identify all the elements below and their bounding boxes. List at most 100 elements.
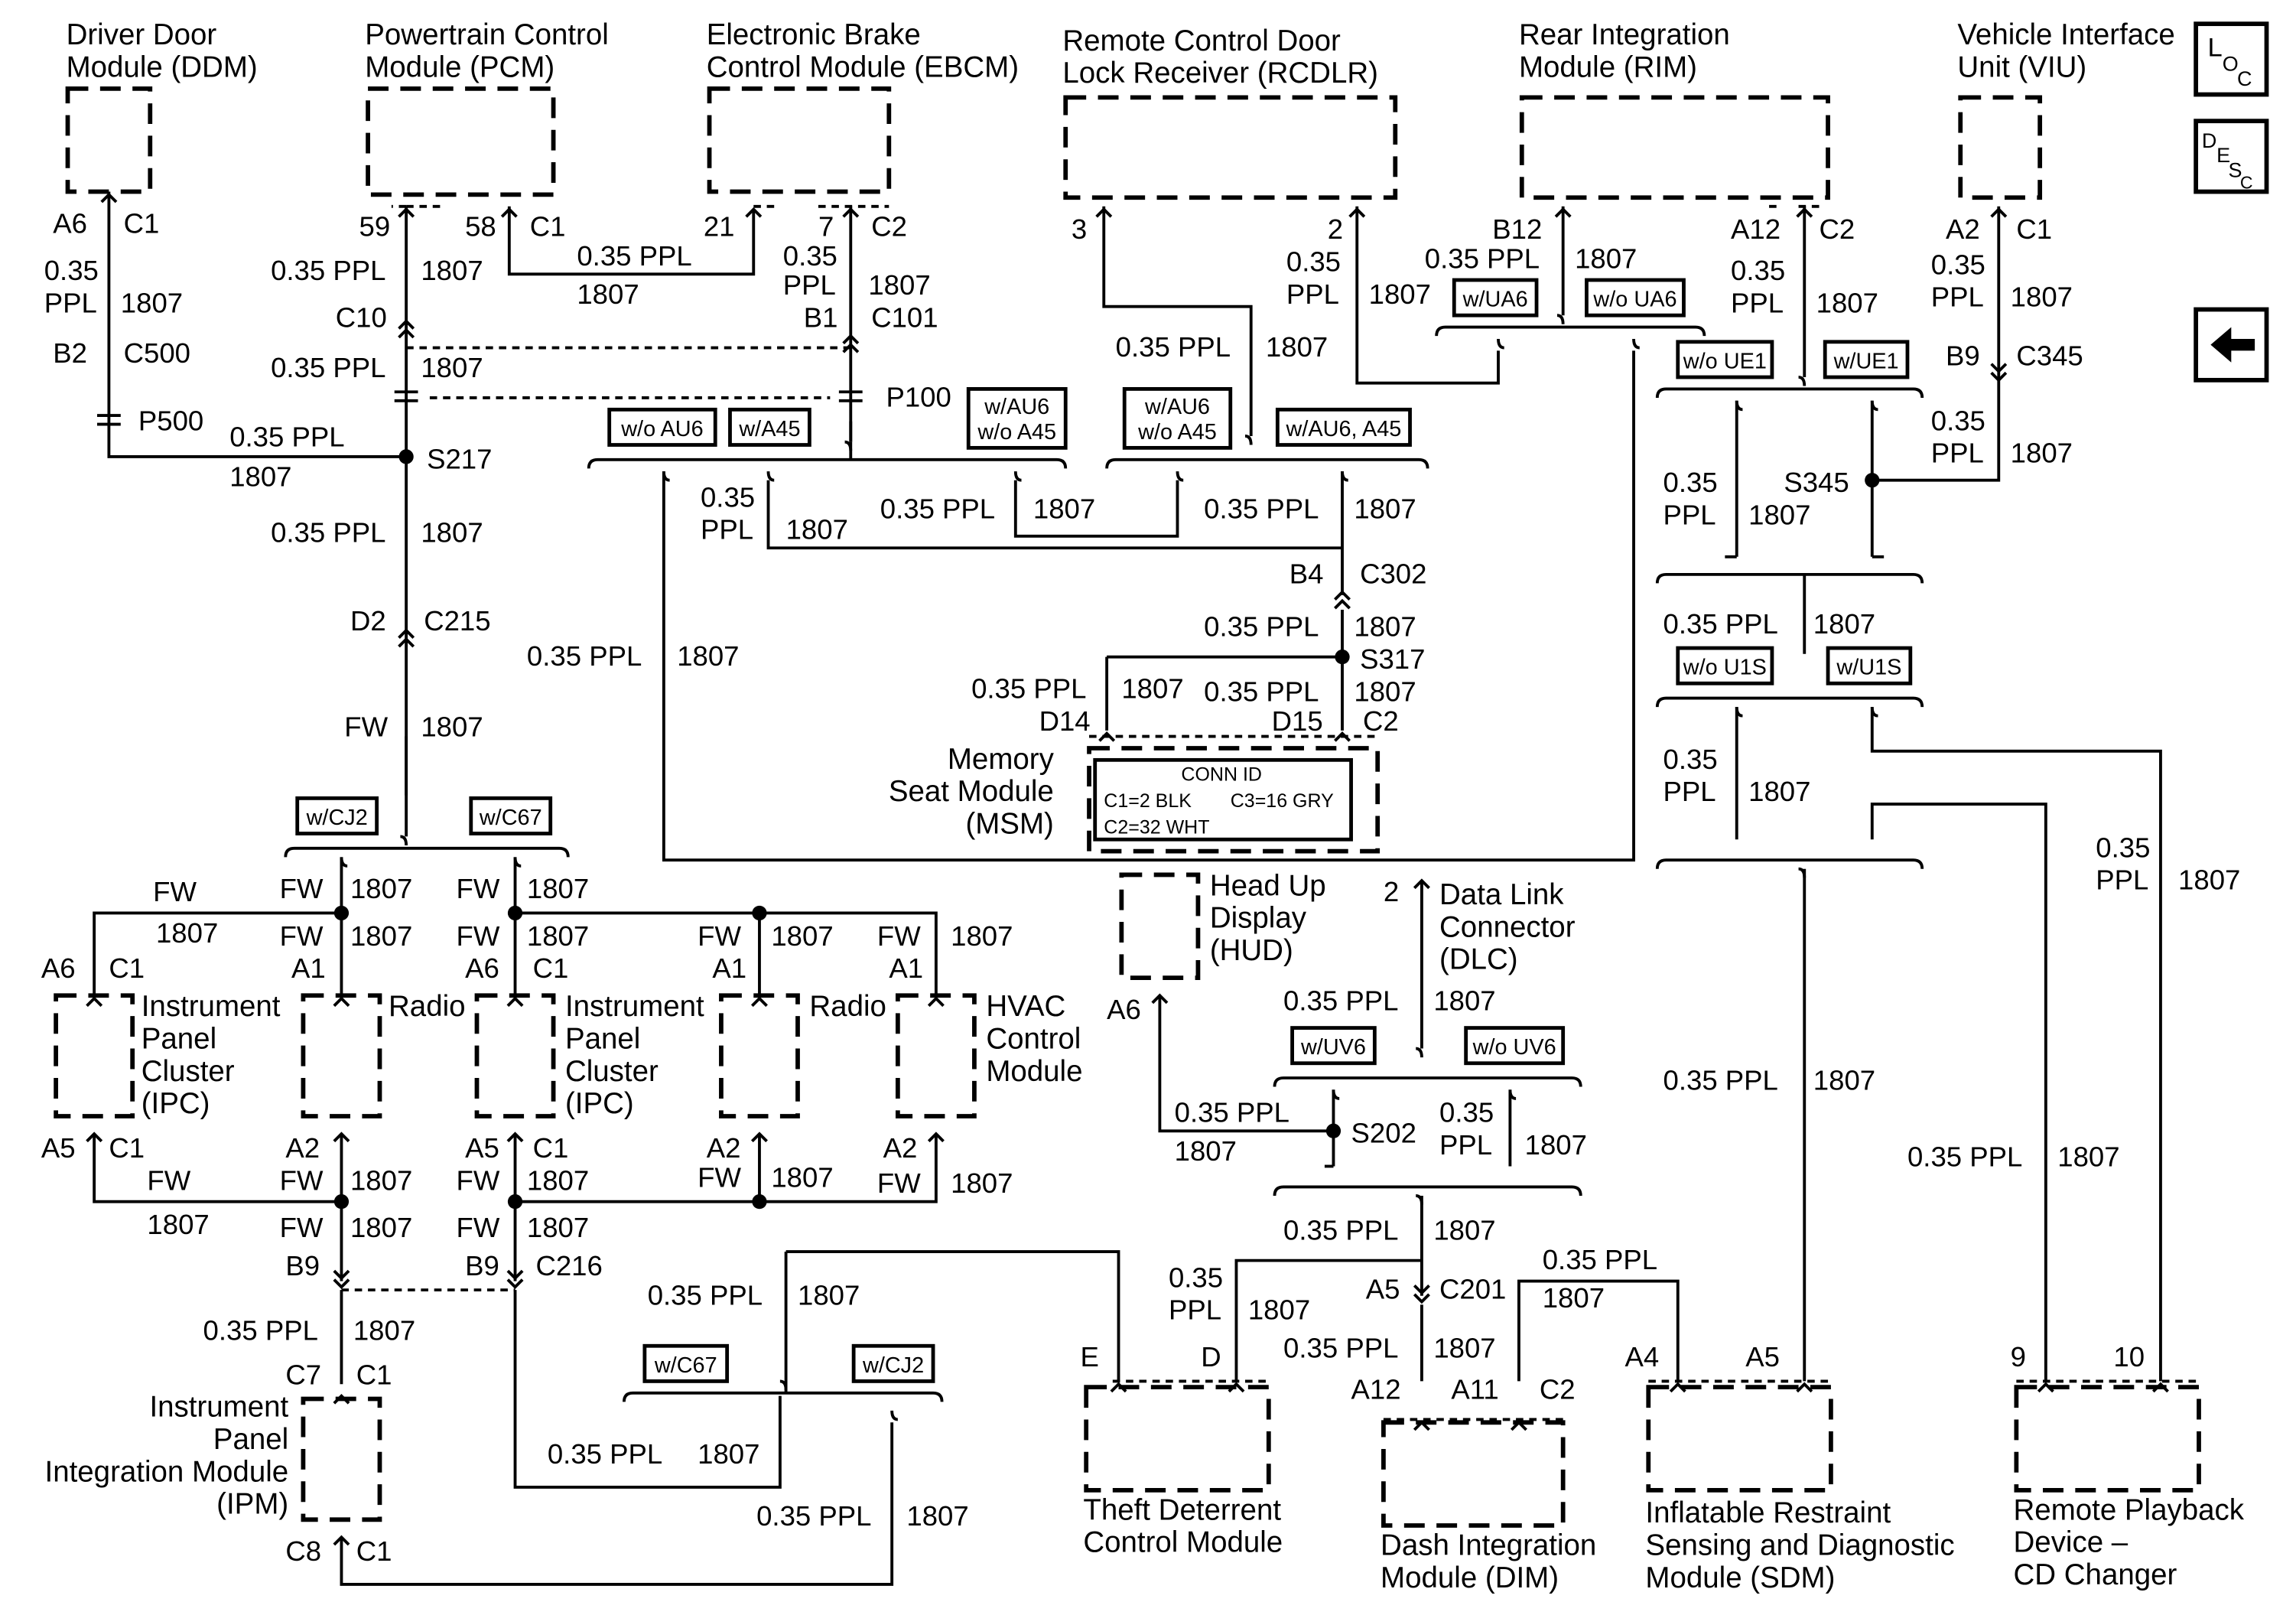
label-ebcm_ckt: 1807 xyxy=(868,269,930,301)
label-pcm_59: 59 xyxy=(359,210,391,242)
module-ebcm-name: Control Module (EBCM) xyxy=(707,50,1019,83)
label-c201_w: 0.35 PPL xyxy=(1283,1215,1398,1246)
connector-chevron xyxy=(1990,363,2008,374)
label-sdmv_w: 0.35 PPL xyxy=(1663,1064,1778,1096)
option-w-ua6: w/UA6 xyxy=(1462,288,1528,312)
label-lo_c4: 1807 xyxy=(527,1164,589,1196)
label-rc_ckt3: 1807 xyxy=(1266,331,1328,363)
label-viu_w3: 0.35 xyxy=(1931,405,1985,436)
module-msm-name: Memory xyxy=(948,743,1055,776)
option-tick xyxy=(400,835,408,846)
loc-icon xyxy=(2194,21,2269,97)
label-msm_ckt2: 1807 xyxy=(1033,493,1095,525)
connector-chevron xyxy=(745,207,763,218)
label-ipc1_c1: C1 xyxy=(109,952,145,984)
connector-chevron xyxy=(86,996,103,1008)
inline-connector xyxy=(838,390,863,402)
label-rpd_10: 10 xyxy=(2113,1341,2145,1372)
label-s217_ckt: 1807 xyxy=(421,517,483,549)
label-hv_a2: A2 xyxy=(883,1132,918,1164)
option-wo-au6-box xyxy=(607,407,717,447)
connector-chevron xyxy=(842,334,860,345)
connector-chevron xyxy=(398,207,415,218)
module-msm-name: Seat Module xyxy=(889,775,1054,808)
label-ebcm_21: 21 xyxy=(704,210,735,242)
conn-id-title: CONN ID xyxy=(1181,764,1262,785)
module-rcdlr-name: Remote Control Door xyxy=(1062,24,1341,57)
label-mid_w1: 0.35 PPL xyxy=(648,1279,763,1311)
connector-chevron xyxy=(333,996,350,1008)
label-msm_c2: C2 xyxy=(1363,705,1399,737)
label-d15: D15 xyxy=(1272,705,1323,737)
label-tdcm_w2: PPL xyxy=(1169,1294,1221,1326)
label-viu_ckt: 1807 xyxy=(2011,282,2073,313)
label-ipc1_c1b: C1 xyxy=(109,1132,145,1164)
label-ddm_ckt: 1807 xyxy=(121,287,183,318)
module-viu xyxy=(1958,95,2043,200)
module-sdm-name: Module (SDM) xyxy=(1645,1561,1835,1594)
module-tdcm-name: Control Module xyxy=(1083,1526,1283,1559)
conn-id-c2: C2=32 WHT xyxy=(1104,817,1209,838)
wire-ipc1-top xyxy=(93,911,342,996)
option-tick xyxy=(1798,867,1807,878)
label-lo_c1: 1807 xyxy=(147,1209,209,1240)
back-arrow-icon xyxy=(2210,327,2255,363)
connector-chevron xyxy=(1796,1382,1813,1393)
connector-chevron xyxy=(1334,590,1351,601)
connector-chevron xyxy=(1334,598,1351,610)
label-ddm_w3: 0.35 PPL xyxy=(229,421,344,452)
module-msm xyxy=(1087,746,1381,854)
option-w-a45: w/A45 xyxy=(738,417,800,441)
module-ddm-name: Module (DDM) xyxy=(67,50,258,83)
module-hud xyxy=(1119,872,1201,981)
splice-dot xyxy=(333,1194,350,1210)
connector-chevron xyxy=(1990,207,2008,218)
label-msm_ckt1: 1807 xyxy=(786,514,848,545)
label-rc_w3: 0.35 PPL xyxy=(1116,331,1231,363)
option-w-uv6: w/UV6 xyxy=(1300,1035,1366,1060)
module-ebcm-name: Electronic Brake xyxy=(707,18,921,51)
label-s345_w2: PPL xyxy=(1663,499,1716,530)
module-dim-name: Dash Integration xyxy=(1381,1529,1596,1561)
connector-chevron xyxy=(1990,371,2008,383)
label-rpd_w3: PPL xyxy=(2096,864,2148,896)
label-dim_a12: A12 xyxy=(1351,1374,1401,1405)
label-lo_c6: 1807 xyxy=(771,1161,833,1193)
label-c500: C500 xyxy=(124,337,190,369)
module-viu-name: Unit (VIU) xyxy=(1957,50,2086,83)
label-fw_ckt: 1807 xyxy=(421,711,483,743)
option-w-u1s: w/U1S xyxy=(1836,656,1901,680)
option-tick xyxy=(1497,338,1504,350)
label-s345_ckt: 1807 xyxy=(1748,499,1810,530)
option-w-au6-a45-box xyxy=(1275,407,1412,447)
label-ddm_w1: 0.35 xyxy=(44,255,99,286)
wire-rcdlr-3 xyxy=(1102,206,1253,436)
option-w-ue1: w/UE1 xyxy=(1833,349,1899,373)
option-tick xyxy=(662,471,670,482)
wire-viu xyxy=(1872,206,2001,482)
label-sdmv_ckt: 1807 xyxy=(1813,1064,1875,1096)
label-u1s_ckt: 1807 xyxy=(1813,608,1875,640)
connector-chevron xyxy=(1098,731,1116,742)
label-c216: C216 xyxy=(535,1250,602,1281)
label-b9b: B9 xyxy=(465,1250,499,1281)
module-ipc1-name: Instrument xyxy=(141,990,281,1023)
label-rim_ckt2: 1807 xyxy=(1816,287,1878,318)
connector-chevron xyxy=(398,327,415,339)
module-hud-name: Display xyxy=(1210,902,1307,935)
label-msm_w1: 0.35 xyxy=(701,481,755,513)
module-pcm-name: Powertrain Control xyxy=(365,18,609,51)
label-rpd_w: 0.35 PPL xyxy=(1907,1141,2022,1172)
label-s202: S202 xyxy=(1351,1118,1416,1149)
label-ddm_c1: C1 xyxy=(124,207,160,239)
module-pcm xyxy=(366,86,556,197)
desc-icon: C xyxy=(2240,173,2253,193)
option-tick xyxy=(1735,707,1743,718)
label-ipc2_c1b: C1 xyxy=(533,1132,569,1164)
connector-chevron xyxy=(750,996,768,1008)
label-d14_ckt: 1807 xyxy=(1121,673,1183,705)
label-ip_fw1: FW xyxy=(153,876,197,907)
module-rcdlr-name: Lock Receiver (RCDLR) xyxy=(1062,57,1378,90)
label-sdm_w: 0.35 PPL xyxy=(1543,1244,1657,1275)
label-lo_c3: 1807 xyxy=(350,1212,412,1243)
